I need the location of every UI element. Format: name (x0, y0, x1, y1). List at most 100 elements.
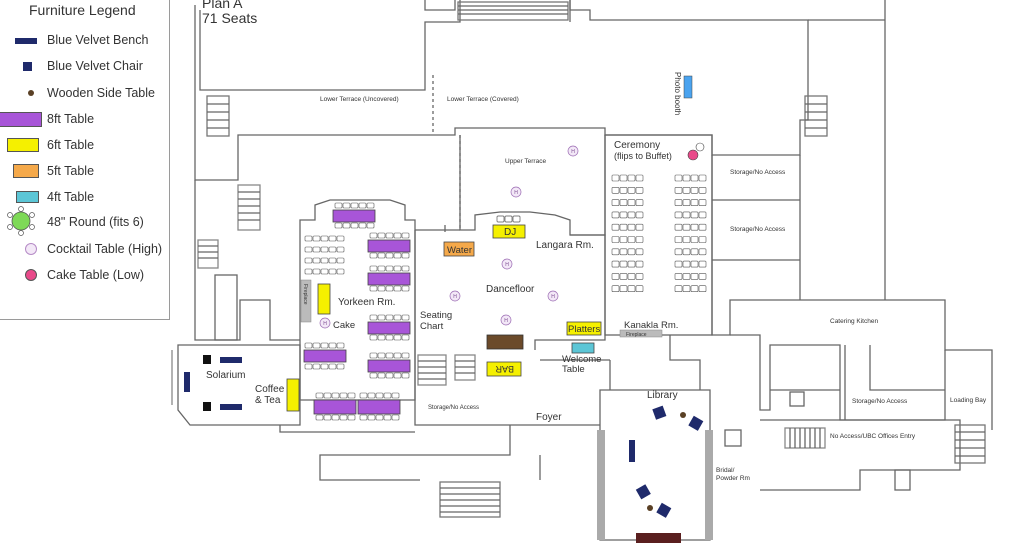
chair (627, 273, 636, 280)
cocktail-table-label: H (571, 149, 575, 155)
label-kanakla: Kanakla Rm. (624, 320, 678, 331)
chair (385, 334, 394, 341)
chair (619, 273, 628, 280)
chair (401, 372, 410, 379)
chair (627, 174, 636, 182)
chair (619, 223, 628, 231)
chair (690, 174, 699, 182)
8ft-table (303, 349, 347, 363)
chair (401, 265, 410, 272)
chair (304, 342, 313, 349)
chair (312, 235, 321, 242)
chair (369, 252, 378, 259)
chair (312, 268, 321, 275)
chair (619, 174, 628, 182)
label-cake: Cake (333, 320, 355, 331)
chair (391, 414, 400, 421)
chair (627, 199, 636, 206)
chair (369, 265, 378, 272)
chair (377, 314, 386, 321)
chair (682, 236, 691, 243)
chair (635, 260, 644, 268)
chair (635, 174, 644, 182)
chair (674, 248, 683, 256)
chair (323, 414, 332, 421)
bar-counter (486, 334, 524, 350)
5ft-table-icon (13, 164, 39, 178)
legend-item-cake-table: Cake Table (Low) (0, 266, 171, 286)
chair (350, 202, 359, 209)
chair (366, 222, 375, 229)
label-welcome-1: Welcome (562, 354, 601, 365)
6ft-table-icon (7, 138, 39, 152)
blue-velvet-chair (652, 405, 667, 420)
wooden-side-table (647, 505, 653, 511)
label-water: Water (447, 245, 472, 256)
cocktail-table (510, 186, 522, 198)
label-fireplace-yorkeen: Fireplace (302, 284, 308, 305)
blue-velvet-bench (629, 440, 635, 462)
chair (334, 202, 343, 209)
chair (320, 268, 329, 275)
chair (347, 414, 356, 421)
chair (627, 223, 636, 231)
chair (369, 334, 378, 341)
chair (336, 257, 345, 264)
blue-velvet-chair-icon (23, 62, 32, 71)
plan-name: Plan A (202, 0, 243, 11)
dj-chairs (496, 215, 521, 223)
chair (304, 363, 313, 370)
cocktail-table (500, 314, 512, 326)
blue-velvet-bench (184, 372, 190, 392)
label-dancefloor: Dancefloor (486, 284, 535, 295)
chair (682, 174, 691, 182)
chair (315, 414, 324, 421)
label-platters: Platters (568, 324, 600, 335)
cake-table-icon (25, 269, 37, 281)
chair (358, 202, 367, 209)
chair (690, 187, 699, 194)
chair (401, 352, 410, 359)
water-table (443, 241, 475, 257)
chair (690, 273, 699, 280)
cocktail-table-label: H (453, 294, 457, 300)
chair (674, 236, 683, 243)
chair (336, 342, 345, 349)
8ft-table (367, 359, 411, 373)
cocktail-table-label: H (551, 294, 555, 300)
chair (698, 187, 707, 194)
chair (611, 273, 620, 280)
library-furniture (629, 405, 704, 518)
chair (328, 235, 337, 242)
chair (377, 352, 386, 359)
chair (328, 246, 337, 253)
chair (385, 285, 394, 292)
chair (635, 285, 644, 293)
legend-label: 8ft Table (47, 112, 95, 126)
chair (698, 236, 707, 243)
chair (369, 314, 378, 321)
blue-velvet-bench (220, 404, 242, 410)
dj-table (492, 224, 526, 239)
legend-item-8ft-table: 8ft Table (0, 110, 171, 130)
chair (328, 342, 337, 349)
legend-label: Cocktail Table (High) (47, 242, 163, 256)
chair (393, 232, 402, 239)
blue-velvet-bench (220, 357, 242, 363)
8ft-table-icon (0, 112, 42, 127)
platters-table (566, 321, 602, 336)
chair (611, 199, 620, 206)
label-dj: DJ (504, 227, 516, 238)
chair (385, 372, 394, 379)
chair (375, 414, 384, 421)
legend-item-5ft-table: 5ft Table (0, 162, 171, 182)
chair (698, 273, 707, 280)
legend-label: 6ft Table (47, 138, 95, 152)
legend-item-6ft-table: 6ft Table (0, 136, 171, 156)
chair (401, 232, 410, 239)
yorkeen-fireplace (300, 279, 312, 323)
chair (385, 232, 394, 239)
chair (698, 199, 707, 206)
chair (690, 211, 699, 219)
black-table (203, 402, 211, 411)
